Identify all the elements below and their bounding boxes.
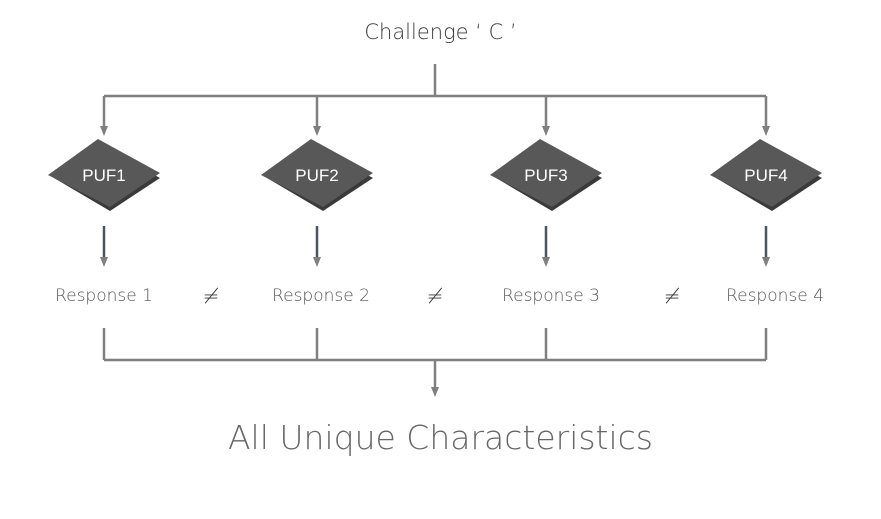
not-equal-symbol-1: ≠ xyxy=(202,284,220,308)
puf2-chip: PUF2 xyxy=(261,139,373,211)
not-equal-symbol-3: ≠ xyxy=(663,284,681,308)
response-4-label: Response 4 xyxy=(726,286,824,306)
puf3-label: PUF3 xyxy=(524,166,567,185)
result-label: All Unique Characteristics xyxy=(227,418,654,457)
response-1-label: Response 1 xyxy=(55,286,153,306)
puf4-chip: PUF4 xyxy=(710,139,822,211)
puf1-chip: PUF1 xyxy=(48,139,160,211)
puf3-chip: PUF3 xyxy=(490,139,602,211)
not-equal-symbol-2: ≠ xyxy=(426,284,444,308)
puf1-label: PUF1 xyxy=(82,166,125,185)
puf4-label: PUF4 xyxy=(744,166,787,185)
response-2-label: Response 2 xyxy=(272,286,370,306)
puf2-label: PUF2 xyxy=(295,166,338,185)
response-3-label: Response 3 xyxy=(502,286,600,306)
challenge-label: Challenge ‘ C ’ xyxy=(364,20,517,44)
